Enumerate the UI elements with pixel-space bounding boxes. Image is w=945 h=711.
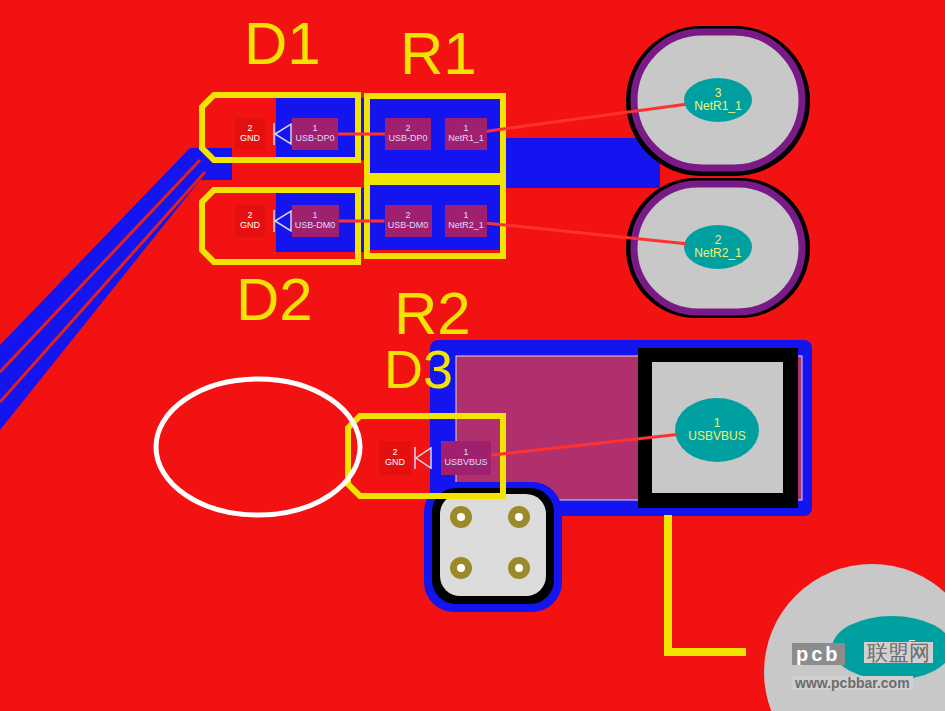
via-pad <box>440 494 546 596</box>
trace-clearance <box>500 138 660 188</box>
net-name: USB-DM0 <box>388 221 429 231</box>
pad-number: 2 <box>405 124 410 134</box>
copper-trace <box>339 220 385 223</box>
trace <box>0 172 205 402</box>
net-name: USBVBUS <box>444 458 487 468</box>
net-name: USB-DM0 <box>295 221 336 231</box>
pad-number: 2 <box>247 211 252 221</box>
diode-outline <box>202 190 358 262</box>
via-clearance <box>424 482 562 612</box>
watermark-text: www.pcbbar.com <box>792 676 913 690</box>
through-hole-pad <box>634 184 802 312</box>
pad-number: 1 <box>714 417 721 430</box>
pad-number: 1 <box>463 448 468 458</box>
through-hole-pad <box>764 564 945 711</box>
through-hole-pad <box>634 32 802 168</box>
net-name: USBVBUS <box>688 430 745 443</box>
designator: R2 <box>394 284 471 344</box>
pad-hole <box>684 78 752 122</box>
pad-number: 2 <box>247 124 252 134</box>
watermark-text: 联盟网 <box>864 642 933 663</box>
net-name: NetR2_1 <box>694 247 741 260</box>
watermark-text: pcb <box>792 643 845 665</box>
via-drill <box>515 513 523 521</box>
net-name: NetR2_1 <box>448 221 484 231</box>
pad-number: 3 <box>715 87 722 100</box>
via-drill <box>515 564 523 572</box>
resistor-outline <box>367 182 503 256</box>
pad-number: 2 <box>715 234 722 247</box>
smd-pad <box>652 362 783 493</box>
pad: 1USBVBUS <box>441 441 491 475</box>
pad: 1USB-DP0 <box>292 118 338 150</box>
pad: 1USB-DM0 <box>292 205 339 237</box>
copper-trace <box>487 223 686 244</box>
designator: R1 <box>400 24 477 84</box>
pad: 1USBVBUS <box>677 402 757 458</box>
pad-number: 1 <box>312 211 317 221</box>
pad-clearance <box>276 98 364 160</box>
via-drill <box>457 513 465 521</box>
annotation-ellipse <box>156 379 360 515</box>
via <box>508 557 530 579</box>
via-mask <box>432 488 554 604</box>
pad-mask <box>626 26 810 176</box>
pad-number: 1 <box>463 124 468 134</box>
pad: 3NetR1_1 <box>686 80 750 120</box>
net-name: GND <box>240 221 260 231</box>
pad: 2GND <box>379 441 411 475</box>
pad: 2GND <box>235 118 265 150</box>
pad-hole <box>684 225 752 269</box>
via <box>450 506 472 528</box>
pad: 1NetR1_1 <box>445 118 487 150</box>
pad-hole <box>675 398 759 462</box>
pad: 1NetR2_1 <box>445 205 487 237</box>
net-name: USB-DP0 <box>388 134 427 144</box>
net-name: USB-DP0 <box>295 134 334 144</box>
pad-number: 1 <box>463 211 468 221</box>
diode-outline <box>348 416 503 496</box>
pad-mask <box>638 348 798 508</box>
pad-number: 2 <box>405 211 410 221</box>
designator: D2 <box>236 270 313 330</box>
pad: 2USB-DP0 <box>385 118 431 150</box>
pad-number: 1 <box>312 124 317 134</box>
trace-clearance <box>0 148 232 430</box>
copper-trace <box>487 104 686 131</box>
via <box>508 506 530 528</box>
silkscreen-line <box>668 515 746 652</box>
pad-mask <box>626 178 810 318</box>
pad-hole <box>832 616 945 680</box>
copper-trace <box>491 434 677 455</box>
copper-region <box>456 356 802 500</box>
resistor-outline <box>367 96 503 176</box>
net-name: NetR1_1 <box>448 134 484 144</box>
via-drill <box>457 564 465 572</box>
pad-number: 2 <box>392 448 397 458</box>
via <box>450 557 472 579</box>
net-name: GND <box>240 134 260 144</box>
pad: 2USB-DM0 <box>385 205 432 237</box>
pad: 2NetR2_1 <box>686 227 750 267</box>
copper-trace <box>338 133 385 136</box>
net-name: NetR1_1 <box>694 100 741 113</box>
designator: D1 <box>244 14 321 74</box>
net-name: GND <box>385 458 405 468</box>
trace <box>0 160 200 372</box>
diode-outline <box>202 95 358 160</box>
designator: D3 <box>384 342 453 396</box>
pad: 2GND <box>235 205 265 237</box>
